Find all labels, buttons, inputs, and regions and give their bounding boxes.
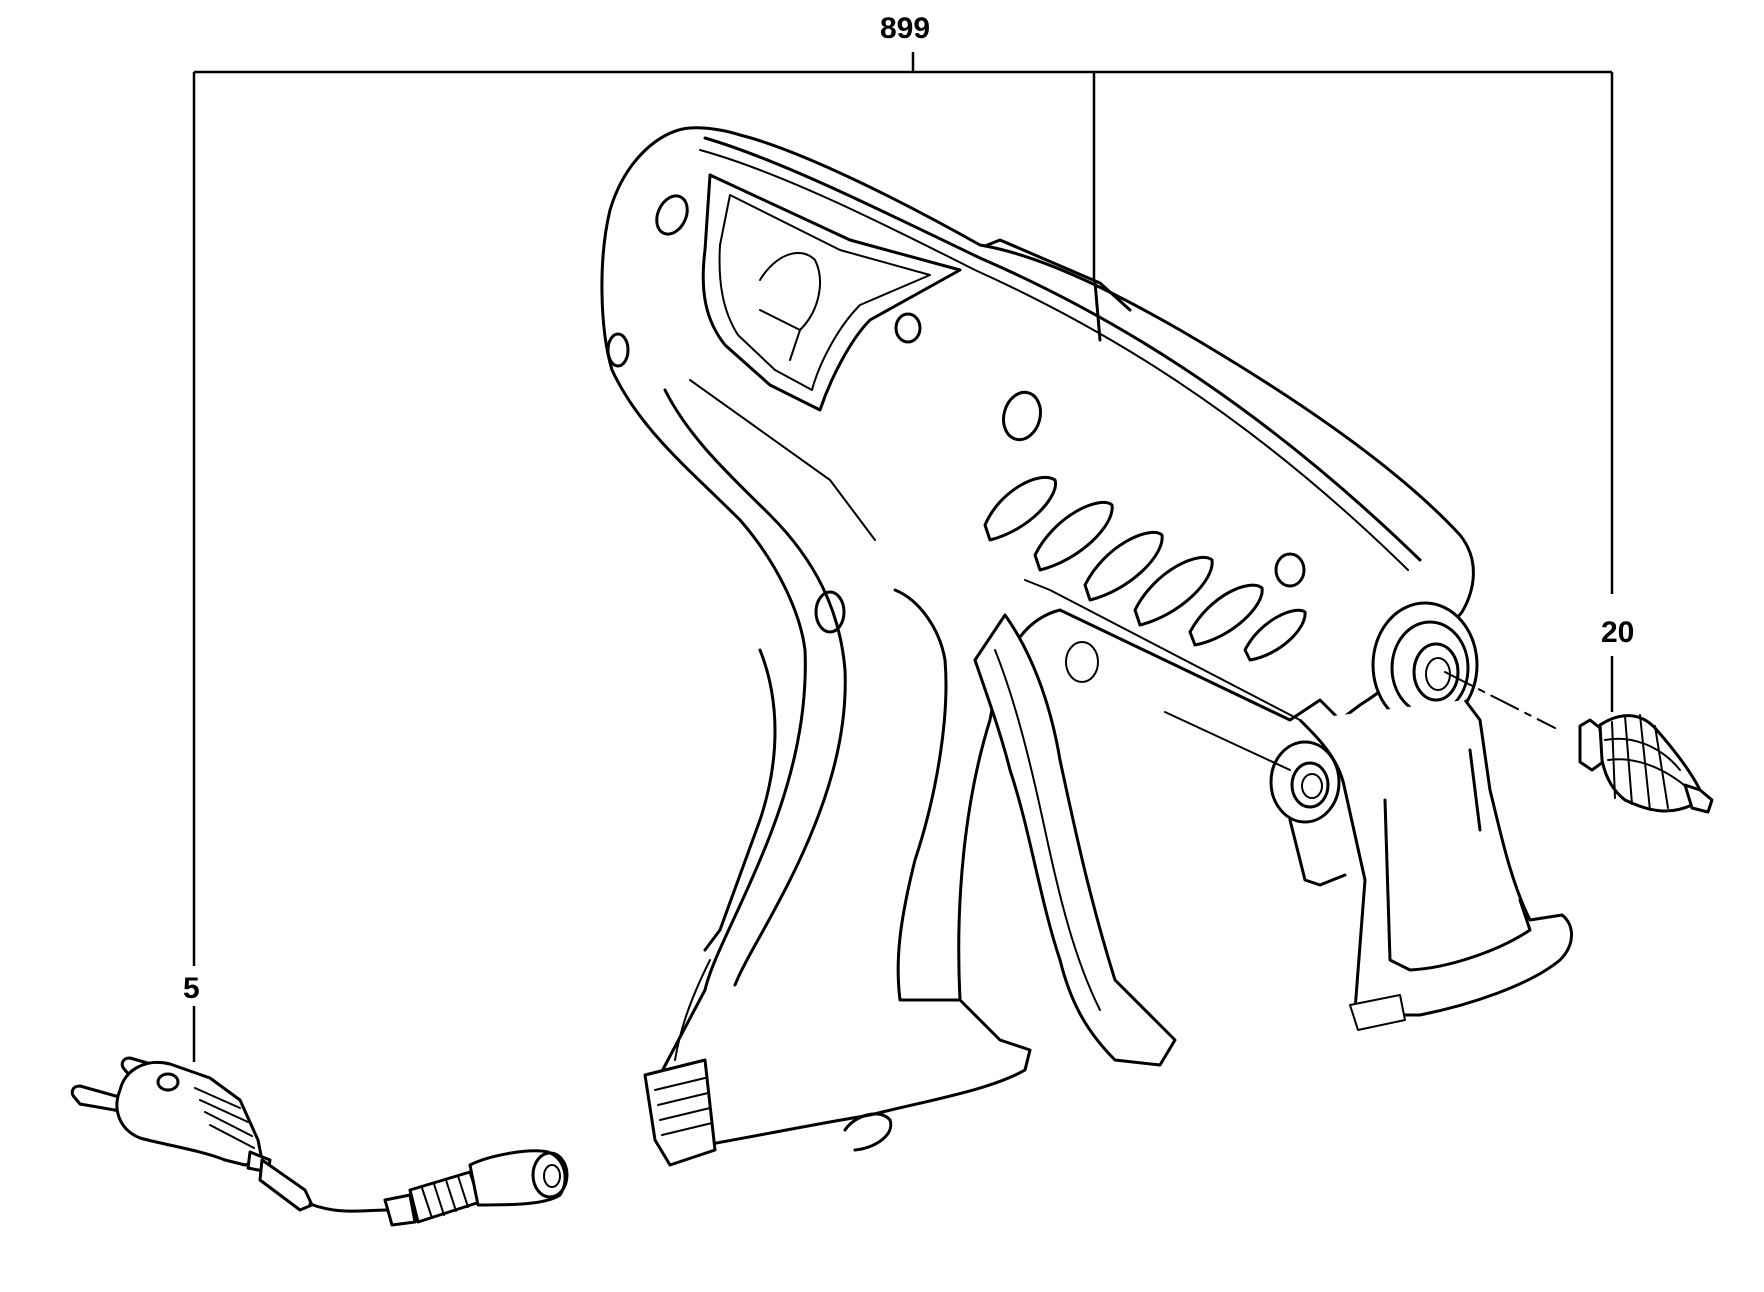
- power-cord: [70, 1056, 569, 1227]
- glue-nozzle: [1578, 714, 1714, 814]
- glue-gun-housing: [600, 126, 1573, 1167]
- callout-label-5: 5: [183, 972, 200, 1005]
- callout-bracket-899: [192, 52, 1614, 966]
- callout-label-899: 899: [880, 12, 931, 45]
- callout-label-20: 20: [1601, 616, 1635, 649]
